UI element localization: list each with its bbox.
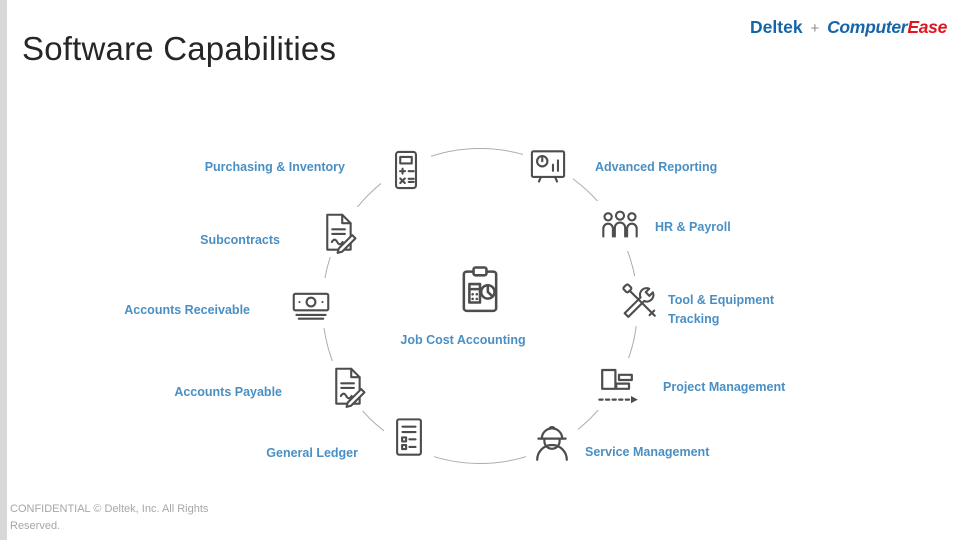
computerease-red-part: Ease (907, 17, 947, 37)
footer-line2: Reserved. (10, 519, 61, 532)
computerease-blue-part: Computer (827, 17, 908, 37)
page-title: Software Capabilities (22, 30, 337, 67)
label-subcontracts: Subcontracts (200, 233, 280, 247)
label-general-ledger: General Ledger (266, 446, 358, 460)
label-service-management: Service Management (585, 445, 710, 459)
deltek-wordmark: Deltek (750, 17, 803, 37)
deltek-computerease-logo: Deltek + ComputerEase (750, 17, 947, 38)
computerease-wordmark: ComputerEase (827, 17, 947, 37)
label-project-management: Project Management (663, 380, 786, 394)
footer-confidential: CONFIDENTIAL © Deltek, Inc. All Rights R… (10, 501, 208, 534)
calculator-icon (381, 145, 431, 195)
label-accounts-receivable: Accounts Receivable (124, 303, 250, 317)
footer-line1: CONFIDENTIAL © Deltek, Inc. All Rights (10, 503, 209, 515)
crossed-tools-icon (615, 276, 665, 326)
clipboard-calculator-piechart-icon (448, 259, 512, 323)
document-signature-pen-icon (322, 361, 372, 411)
label-hr-payroll: HR & Payroll (655, 220, 731, 234)
left-edge-strip (0, 0, 7, 540)
gantt-chart-arrow-icon (591, 358, 643, 410)
construction-worker-icon (526, 415, 578, 467)
label-tool-equipment-tracking: Tool & Equipment Tracking (668, 293, 775, 327)
label-purchasing-inventory: Purchasing & Inventory (204, 160, 345, 174)
label-accounts-payable: Accounts Payable (174, 385, 282, 399)
dashboard-report-icon (523, 142, 573, 192)
checklist-document-icon (384, 412, 434, 462)
banknote-stack-icon (286, 278, 336, 328)
label-advanced-reporting: Advanced Reporting (595, 160, 718, 174)
logo-plus-sign: + (810, 20, 820, 37)
contract-pen-icon (313, 207, 363, 257)
label-job-cost-accounting: Job Cost Accounting (400, 333, 526, 347)
people-icon (595, 201, 645, 251)
